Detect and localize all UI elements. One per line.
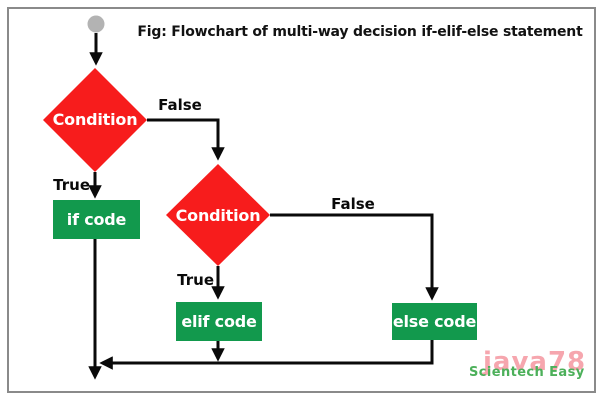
figure-caption: Fig: Flowchart of multi-way decision if-… bbox=[137, 24, 583, 40]
diagram-border-frame bbox=[7, 7, 596, 393]
decision1-true-label: True bbox=[53, 176, 90, 194]
process-box-if-code: if code bbox=[53, 200, 140, 239]
connector-elsecode-to-merge bbox=[99, 340, 434, 370]
process-box-elif-code: elif code bbox=[176, 302, 262, 341]
decision-diamond-1 bbox=[43, 68, 147, 172]
decision1-label: Condition bbox=[52, 110, 138, 129]
decision1-false-label: False bbox=[158, 96, 202, 114]
decision2-label: Condition bbox=[175, 206, 261, 225]
process-box-else-code: else code bbox=[392, 303, 477, 340]
decision2-true-label: True bbox=[177, 271, 214, 289]
watermark-site-name: Scientech Easy bbox=[469, 365, 585, 380]
decision2-false-label: False bbox=[331, 195, 375, 213]
connector-decision1-false-to-decision2 bbox=[147, 118, 225, 161]
start-node bbox=[87, 15, 105, 33]
connector-decision2-false-to-elsecode bbox=[270, 213, 439, 301]
watermark-brand: java78 bbox=[483, 347, 587, 377]
decision-diamond-2 bbox=[166, 164, 270, 266]
